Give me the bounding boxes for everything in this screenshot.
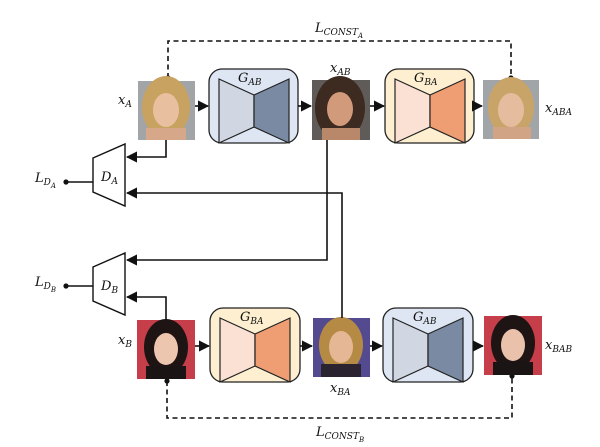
label-x-bab: xBAB: [545, 338, 572, 355]
generator-ab-bottom-label: GAB: [413, 310, 437, 327]
generator-ab-bottom-decoder: [427, 317, 464, 383]
loss-d-b-dot: [63, 283, 69, 289]
label-x-aba: xABA: [545, 101, 572, 118]
generator-ba-top-label: GBA: [414, 71, 438, 88]
const-loop-a: [167, 40, 512, 78]
image-x-b: [137, 319, 195, 379]
label-x-a: xA: [118, 93, 132, 110]
discriminator-b-label: DB: [100, 279, 118, 296]
image-x-a-neck: [146, 128, 186, 140]
const-loop-b-end-left: [164, 378, 170, 384]
image-x-aba-face: [498, 93, 524, 127]
label-x-b: xB: [118, 333, 132, 350]
label-x-ab: xAB: [330, 61, 351, 78]
discriminator-a-label: DA: [100, 170, 118, 187]
generator-ab-bottom: GAB: [382, 307, 474, 383]
image-x-bab-shoulders: [493, 362, 533, 375]
generator-ba-top: GBA: [384, 68, 475, 144]
image-x-ba-shoulders: [321, 364, 361, 377]
image-x-ab-neck: [322, 128, 360, 140]
generator-ba-bottom: GBA: [209, 307, 301, 383]
image-x-bab-face: [501, 329, 525, 361]
arrow-xba-to-da: [125, 187, 343, 318]
image-x-ab: [312, 76, 370, 140]
image-x-ba-face: [329, 331, 353, 363]
image-x-a-face: [153, 93, 179, 127]
arrow-xab-to-db: [125, 140, 328, 266]
label-x-ba: xBA: [330, 381, 351, 398]
generator-ba-bottom-decoder: [254, 317, 291, 383]
arrow-xa-to-da: [125, 140, 167, 163]
generator-ab-top-decoder: [253, 78, 290, 144]
image-x-b-face: [154, 333, 178, 365]
arrow-xb-to-db: [125, 291, 167, 320]
label-loss-const-b: LCONSTB: [315, 425, 364, 444]
discriminator-a: DA: [92, 142, 126, 208]
generator-ba-top-decoder: [429, 78, 466, 144]
image-x-aba-neck: [493, 127, 531, 139]
image-x-ab-face: [327, 92, 353, 126]
generator-ab-top: GAB: [208, 68, 299, 144]
image-x-ba: [313, 317, 370, 377]
const-loop-b: [166, 376, 513, 419]
label-loss-d-b: LDB: [34, 275, 56, 294]
generator-ba-bottom-label: GBA: [240, 310, 264, 327]
discriminator-a-shape: [92, 142, 126, 208]
label-loss-d-a: LDA: [34, 171, 56, 190]
label-loss-const-a: LCONSTA: [314, 21, 363, 40]
discriminator-b: DB: [92, 251, 126, 317]
image-x-bab: [484, 315, 542, 375]
loss-d-a-dot: [63, 179, 69, 185]
discriminator-b-shape: [92, 251, 126, 317]
image-x-aba: [483, 77, 539, 139]
image-x-a: [138, 76, 195, 140]
generator-ab-top-label: GAB: [238, 71, 262, 88]
image-x-b-shoulders: [146, 366, 186, 379]
